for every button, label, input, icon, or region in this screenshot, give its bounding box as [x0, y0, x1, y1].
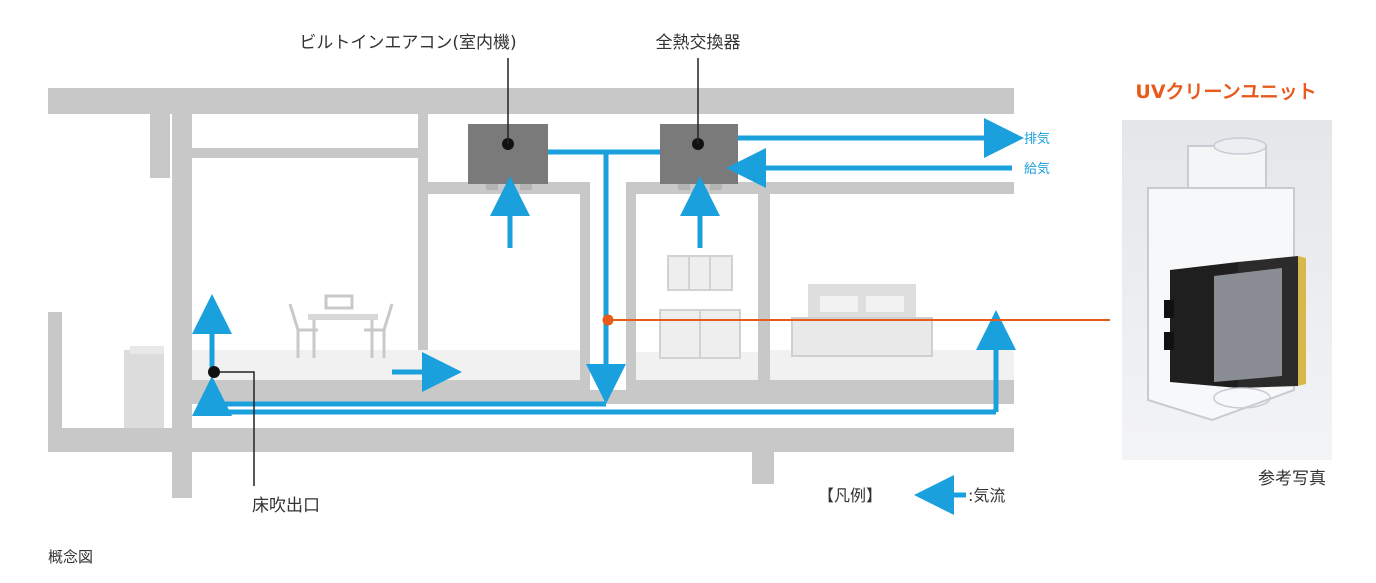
photo-caption: 参考写真	[1258, 469, 1326, 489]
legend-airflow-label: :気流	[968, 486, 1005, 505]
kitchen-unit	[660, 256, 740, 358]
exhaust-label: 排気	[1024, 131, 1050, 147]
aircon-label: ビルトインエアコン(室内機)	[299, 33, 516, 53]
legend-bracket: 【凡例】	[818, 486, 882, 505]
leader-lines	[214, 58, 698, 486]
diagram-caption: 概念図	[48, 548, 93, 566]
supply-label: 給気	[1024, 161, 1050, 177]
uv-unit-photo	[1122, 120, 1332, 460]
dining-set	[290, 296, 392, 358]
floor-outlet-dot	[208, 366, 220, 378]
heat-exchanger-label: 全熱交換器	[656, 33, 741, 53]
heat-exchanger-unit	[660, 124, 738, 190]
uv-unit-title: UVクリーンユニット	[1135, 81, 1316, 103]
floor-outlet-label: 床吹出口	[252, 496, 320, 516]
uv-leader-dot	[603, 315, 614, 326]
